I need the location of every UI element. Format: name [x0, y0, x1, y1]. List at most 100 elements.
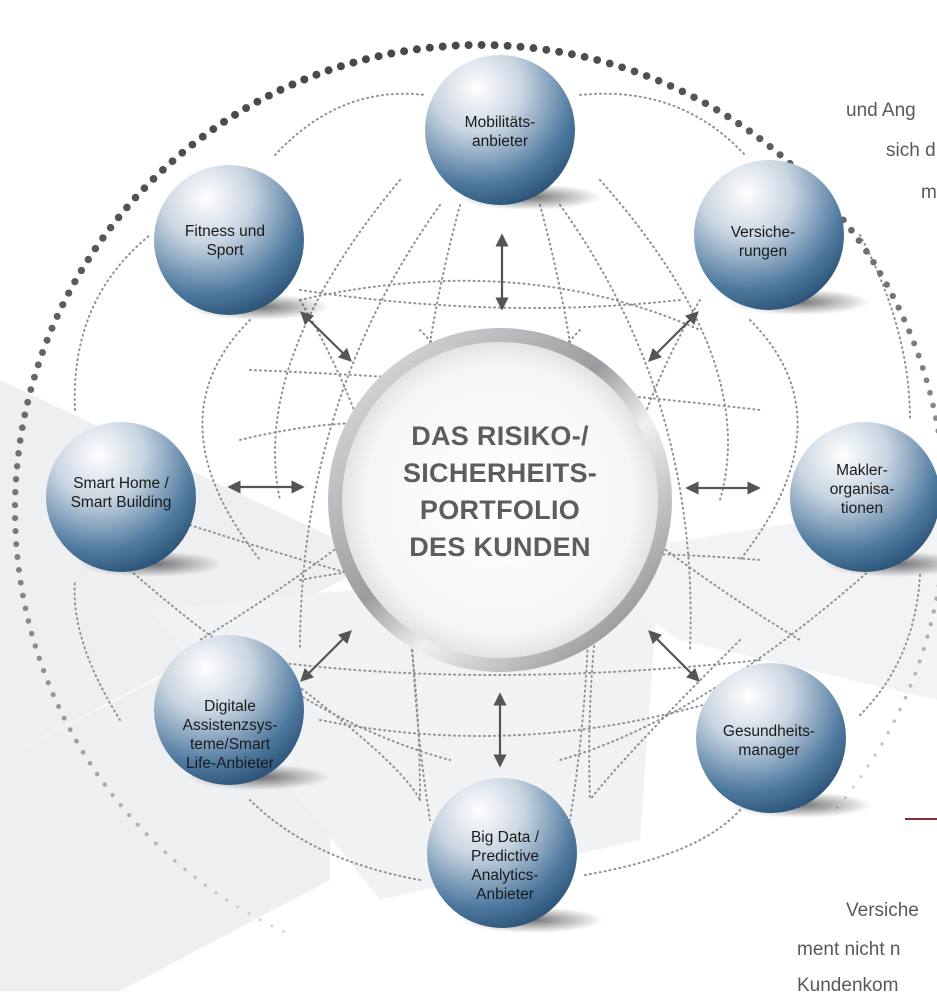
- ring-dot: [193, 876, 197, 880]
- ring-dot: [452, 42, 460, 50]
- ring-dot: [189, 141, 197, 149]
- ring-dot: [884, 281, 890, 287]
- ring-dot: [606, 60, 614, 68]
- ring-dot: [59, 301, 66, 308]
- ring-dot: [163, 850, 167, 854]
- ring-dot: [906, 328, 912, 334]
- ring-dot: [12, 515, 18, 521]
- ring-dot: [859, 775, 862, 778]
- ring-dot: [927, 390, 933, 396]
- ring-dot: [253, 98, 261, 106]
- ring-dot: [337, 62, 345, 70]
- ring-dot: [618, 63, 626, 71]
- ring-dot: [426, 44, 434, 52]
- side-text-line: sich d: [886, 140, 936, 162]
- ring-dot: [74, 739, 79, 744]
- ring-dot: [107, 224, 115, 232]
- ring-dot: [88, 761, 93, 766]
- ring-dot: [103, 782, 107, 786]
- ring-dot: [21, 412, 28, 419]
- center-title: DAS RISIKO-/ SICHERHEITS- PORTFOLIO DES …: [330, 418, 670, 566]
- ring-dot: [491, 41, 499, 49]
- side-text-line: m: [921, 182, 937, 204]
- ring-dot: [270, 924, 273, 927]
- ring-dot: [911, 340, 917, 346]
- ring-dot: [874, 753, 877, 756]
- ring-dot: [81, 750, 86, 755]
- center-title-line: DAS RISIKO-/: [330, 418, 670, 455]
- ring-dot: [877, 270, 883, 276]
- ring-dot: [930, 403, 936, 409]
- ring-dot: [916, 353, 922, 359]
- ring-dot: [247, 912, 250, 915]
- ring-dot: [631, 68, 639, 76]
- ring-dot: [19, 424, 26, 431]
- ring-dot: [35, 361, 42, 368]
- ring-dot: [517, 43, 525, 51]
- ring-dot: [12, 528, 18, 534]
- ring-dot: [209, 125, 217, 133]
- ring-dot: [777, 151, 784, 158]
- ring-dot: [439, 43, 447, 51]
- ring-dot: [183, 867, 187, 871]
- ring-dot: [92, 245, 99, 252]
- ring-dot: [349, 59, 357, 67]
- ring-dot: [65, 289, 72, 296]
- ring-dot: [465, 41, 473, 49]
- ring-dot: [643, 72, 651, 80]
- dotted-connection: [860, 235, 910, 420]
- ring-dot: [895, 304, 901, 310]
- ring-dot: [85, 256, 92, 263]
- ring-dot: [413, 45, 421, 53]
- ring-dot: [27, 386, 34, 393]
- ring-dot: [933, 415, 937, 421]
- ring-dot: [204, 883, 207, 886]
- ring-dot: [713, 106, 720, 113]
- ring-dot: [867, 764, 870, 767]
- ring-dot: [78, 267, 85, 274]
- sphere-smart-home: [46, 422, 196, 572]
- ring-dot: [127, 813, 131, 817]
- ring-dot: [231, 111, 239, 119]
- ring-dot: [110, 793, 114, 797]
- ring-dot: [400, 47, 408, 55]
- ring-dot: [14, 463, 20, 469]
- ring-dot: [913, 672, 917, 676]
- ring-dot: [115, 214, 123, 222]
- ring-dot: [679, 88, 687, 96]
- ring-dot: [17, 437, 24, 444]
- ring-dot: [26, 618, 32, 624]
- ring-dot: [199, 133, 207, 141]
- ring-dot: [375, 52, 383, 60]
- accent-rule: [905, 818, 937, 820]
- ring-dot: [893, 719, 897, 723]
- ring-dot: [15, 450, 22, 457]
- sphere-mobility: [425, 55, 575, 205]
- ring-dot: [909, 684, 913, 688]
- ring-dot: [44, 337, 51, 344]
- sphere-fitness: [154, 165, 304, 315]
- ring-dot: [277, 86, 285, 94]
- ring-dot: [870, 259, 877, 266]
- ring-dot: [767, 143, 774, 150]
- ring-dot: [154, 841, 158, 845]
- center-title-line: SICHERHEITS-: [330, 455, 670, 492]
- sphere-health: [696, 663, 846, 813]
- ring-dot: [29, 631, 35, 637]
- ring-dot: [33, 643, 38, 648]
- side-text-line: Kundenkom: [797, 975, 898, 997]
- ring-dot: [119, 803, 123, 807]
- ring-dot: [880, 742, 883, 745]
- ring-dot: [173, 859, 177, 863]
- ring-dot: [225, 898, 228, 901]
- sphere-insurance: [694, 160, 844, 310]
- ring-dot: [18, 580, 24, 586]
- ring-dot: [852, 786, 855, 789]
- ring-dot: [71, 278, 78, 285]
- ring-dot: [325, 66, 333, 74]
- ring-dot: [387, 50, 395, 58]
- ring-dot: [282, 930, 285, 933]
- ring-dot: [702, 100, 709, 107]
- ring-dot: [56, 704, 61, 709]
- ring-dot: [145, 832, 149, 836]
